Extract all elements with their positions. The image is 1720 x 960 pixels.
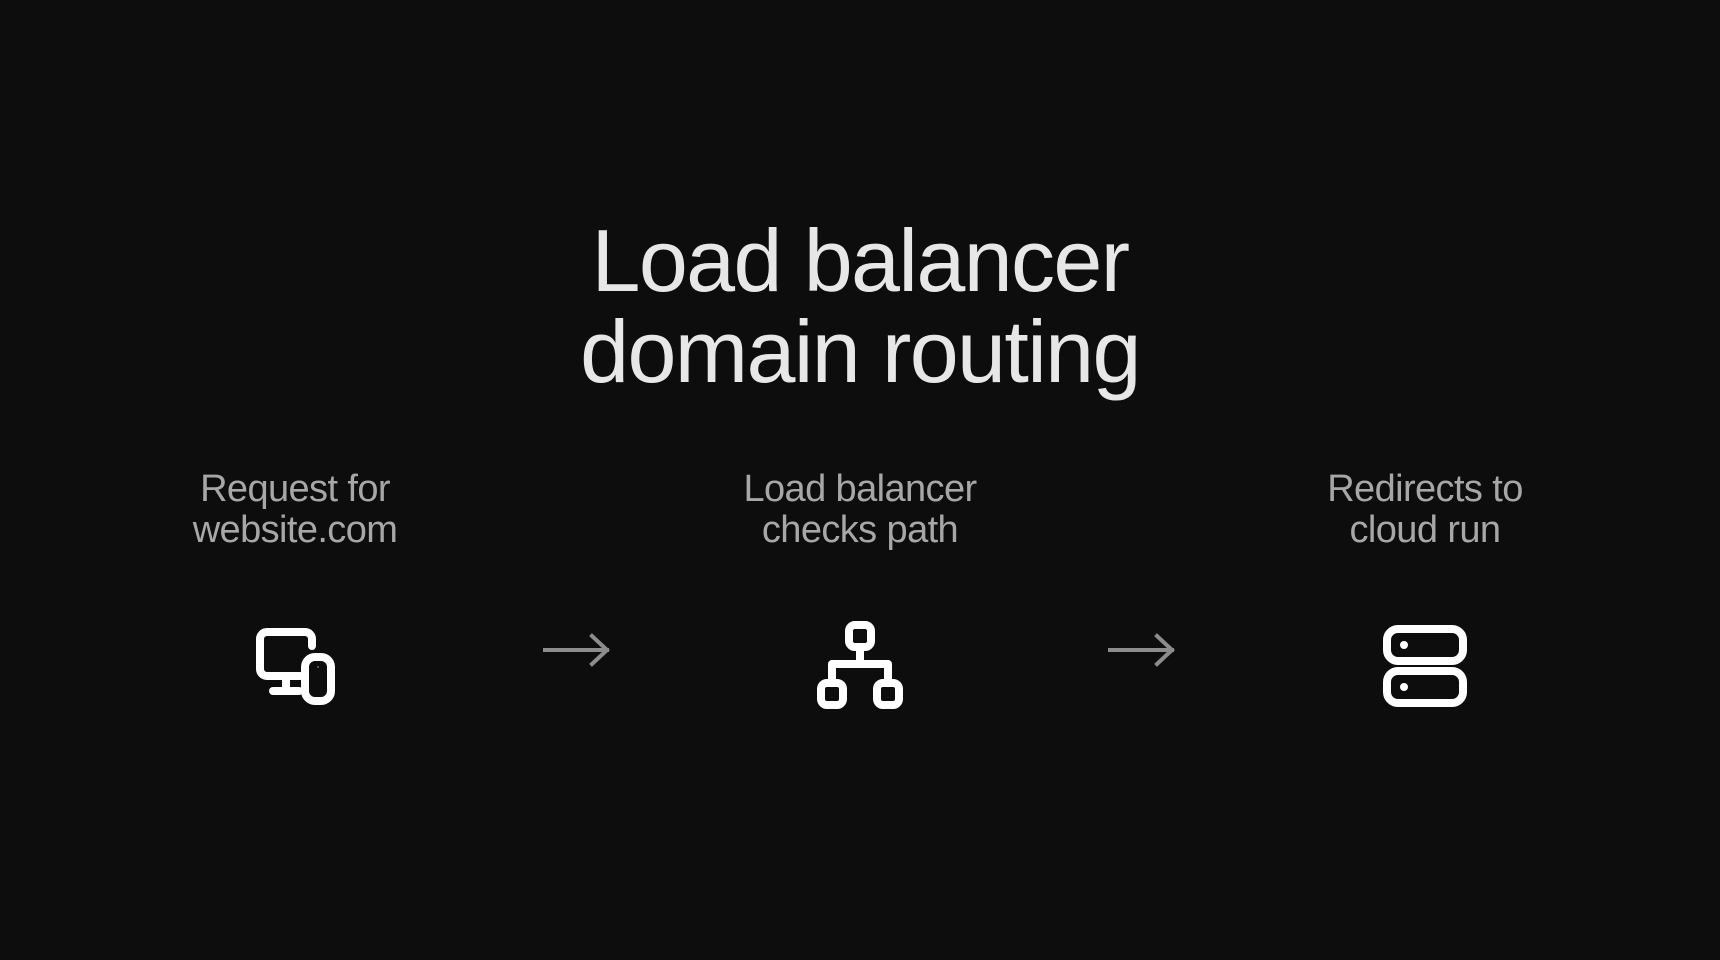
step-cloud-run: Redirects to cloud run <box>1260 469 1590 720</box>
hierarchy-network-icon <box>804 609 916 721</box>
step-load-balancer-label: Load balancer checks path <box>743 468 977 551</box>
page-title-line-2: domain routing <box>580 301 1141 401</box>
page-title-line-1: Load balancer <box>591 211 1131 310</box>
arrow-right-icon-2 <box>1073 633 1213 668</box>
devices-monitor-phone-icon <box>239 609 351 721</box>
server-rack-icon <box>1369 609 1481 721</box>
step-cloud-run-label: Redirects to cloud run <box>1327 468 1523 551</box>
steps-row: Request for website.com <box>130 469 1590 720</box>
step-load-balancer: Load balancer checks path <box>695 469 1025 720</box>
step-request-label: Request for website.com <box>192 468 398 551</box>
page-title: Load balancer domain routing <box>310 211 1410 401</box>
step-request: Request for website.com <box>130 469 460 720</box>
arrow-right-icon-1 <box>508 633 648 668</box>
